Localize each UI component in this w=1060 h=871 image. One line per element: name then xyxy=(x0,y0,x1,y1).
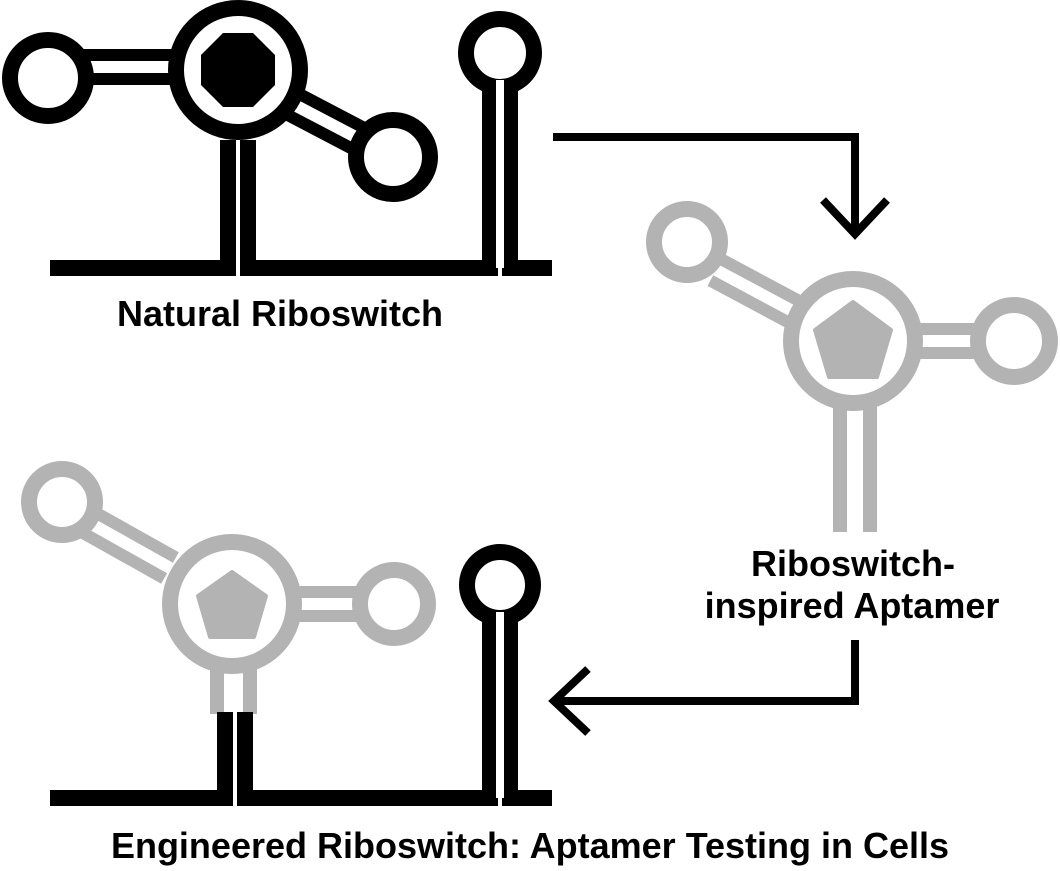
natural-baseline xyxy=(50,70,552,276)
arrowhead-left-icon xyxy=(548,666,591,736)
engineered-riboswitch-label: Engineered Riboswitch: Aptamer Testing i… xyxy=(111,825,949,866)
arrow-to-aptamer xyxy=(553,133,890,240)
natural-right-loop xyxy=(348,112,438,202)
natural-hairpin-loop xyxy=(458,11,542,95)
aptamer-right-loop xyxy=(970,297,1058,385)
natural-riboswitch-label: Natural Riboswitch xyxy=(117,293,443,334)
aptamer-left-loop xyxy=(646,201,728,283)
aptamer-label-line1: Riboswitch- xyxy=(751,543,955,584)
riboswitch-inspired-aptamer xyxy=(646,201,1058,532)
engineered-hairpin-loop xyxy=(459,544,541,626)
pentagon-icon xyxy=(196,570,268,639)
natural-riboswitch xyxy=(2,0,552,276)
aptamer-label-line2: inspired Aptamer xyxy=(705,585,1000,626)
engineered-riboswitch xyxy=(21,461,552,806)
pentagon-icon xyxy=(813,300,893,379)
arrow-to-engineered xyxy=(548,640,859,736)
engineered-baseline xyxy=(50,584,552,806)
arrowhead-down-icon xyxy=(820,197,890,240)
natural-left-loop xyxy=(2,32,94,124)
octagon-icon xyxy=(201,33,275,107)
engineered-right-loop xyxy=(352,562,436,646)
engineered-left-loop xyxy=(21,461,103,543)
